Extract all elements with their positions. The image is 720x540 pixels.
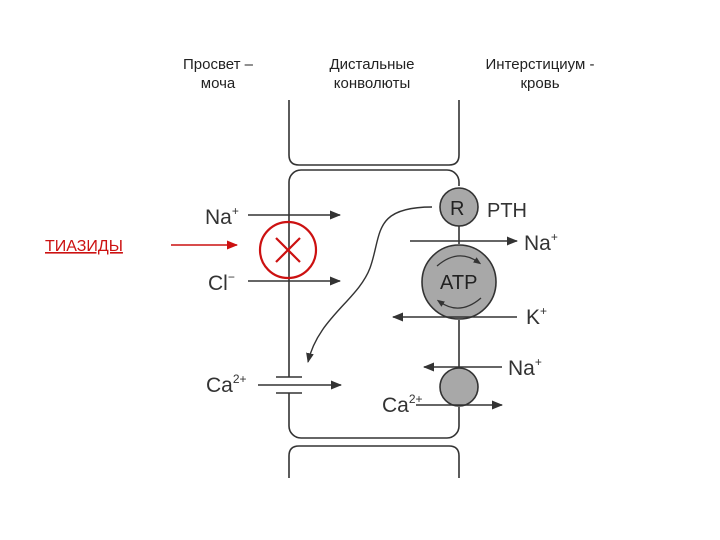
block-x-mark-2 <box>275 237 301 263</box>
thiazide-block-circle <box>258 220 318 280</box>
header-interstitium-line2: кровь <box>520 75 560 92</box>
header-distal: Дистальные конволюты <box>292 55 452 93</box>
na-ca-exchanger <box>439 367 479 407</box>
pump-rotation-arrow-top <box>436 255 482 267</box>
pump-rotation-arrow-bottom <box>436 297 482 309</box>
lower-cell-outline <box>288 445 460 478</box>
upper-cell-outline <box>288 100 460 166</box>
ca-apical-label: Ca2+ <box>206 372 247 397</box>
header-lumen-line2: моча <box>200 75 236 92</box>
header-interstitium: Интерстициум - кровь <box>460 55 620 93</box>
header-lumen-line1: Просвет – <box>183 56 253 73</box>
na-pump-label: Na+ <box>524 230 558 255</box>
header-distal-line1: Дистальные <box>329 56 415 73</box>
cl-apical-label: Cl− <box>208 270 235 295</box>
na-apical-label: Na+ <box>205 204 239 229</box>
pth-label: PTH <box>487 200 527 222</box>
ca-exchanger-label: Ca2+ <box>382 392 423 417</box>
header-distal-line2: конволюты <box>333 75 411 92</box>
atp-label: ATP <box>440 272 477 294</box>
receptor-label: R <box>450 198 464 220</box>
pth-signal-curve <box>306 206 433 363</box>
header-lumen: Просвет – моча <box>138 55 298 93</box>
k-pump-label: K+ <box>526 304 547 329</box>
header-interstitium-line1: Интерстициум - <box>485 56 595 73</box>
pth-receptor <box>439 187 479 227</box>
thiazide-label: ТИАЗИДЫ <box>45 238 123 255</box>
na-exchanger-label: Na+ <box>508 355 542 380</box>
